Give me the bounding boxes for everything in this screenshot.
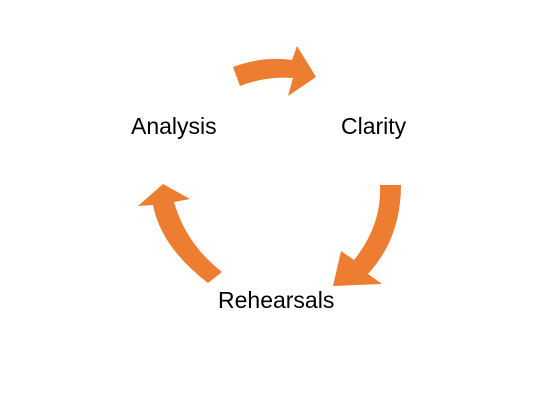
arrow-analysis-to-clarity-icon [233, 46, 316, 96]
arrow-rehearsals-to-analysis-icon [138, 184, 222, 283]
arrow-clarity-to-rehearsals-icon [333, 185, 401, 286]
node-label-rehearsals: Rehearsals [218, 287, 335, 313]
node-label-analysis: Analysis [131, 113, 217, 139]
node-label-clarity: Clarity [341, 113, 407, 139]
